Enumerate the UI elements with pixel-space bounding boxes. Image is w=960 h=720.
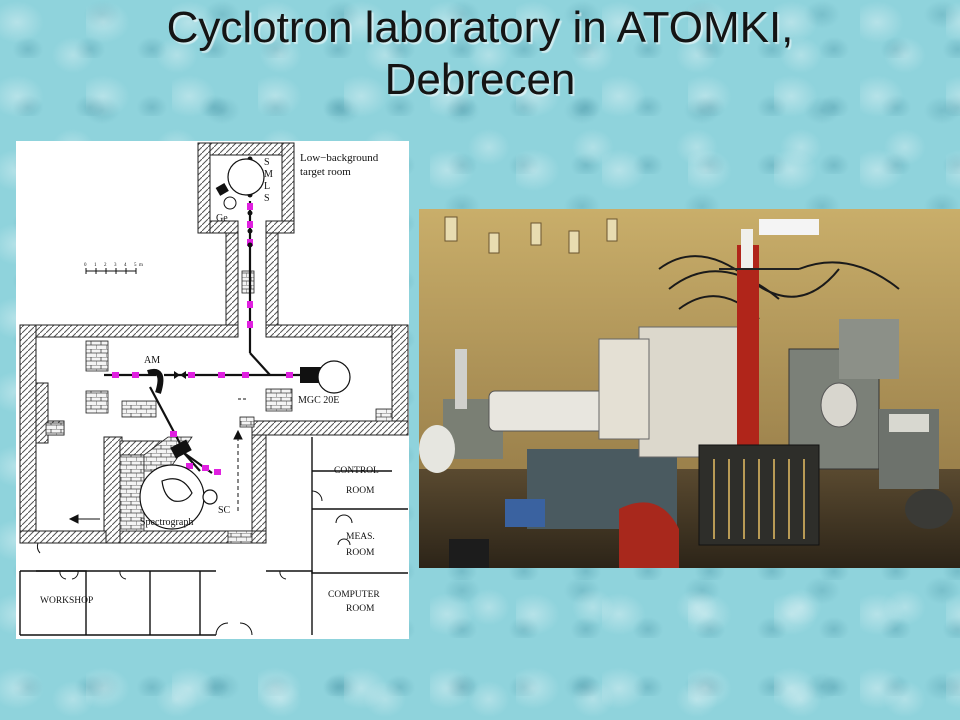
exit-arrows <box>68 398 246 524</box>
scale-tick-3: 3 <box>114 263 117 268</box>
brick-shielding <box>45 270 393 544</box>
beam-pipe-tube <box>488 390 610 432</box>
label-l: L <box>264 181 270 192</box>
label-s-top: S <box>264 157 270 168</box>
target-chamber <box>227 158 265 196</box>
ge-dewar-shape <box>223 196 237 210</box>
magnet-pole-left <box>598 338 650 440</box>
scale-unit: m <box>139 263 143 268</box>
scale-tick-2: 2 <box>104 263 107 268</box>
title-line-1: Cyclotron laboratory in ATOMKI, <box>166 3 794 52</box>
main-hall-walls <box>19 324 409 544</box>
photo-floor <box>419 469 960 568</box>
mgc-chamber-shape <box>317 360 351 394</box>
lower-rooms <box>19 437 408 636</box>
spectrograph-entrance-magnet <box>170 439 192 459</box>
label-computer: COMPUTER <box>328 590 380 600</box>
feedthrough-rods <box>713 459 805 539</box>
label-m: M <box>264 169 273 180</box>
label-workshop: WORKSHOP <box>40 596 93 606</box>
floor-equipment <box>905 489 953 529</box>
floor-plan-diagram: 0 1 2 3 4 5 m Low−background target room… <box>16 141 409 639</box>
label-ge: Ge <box>216 213 228 224</box>
scale-tick-1: 1 <box>94 263 97 268</box>
label-target-room: target room <box>300 166 351 178</box>
target-room-walls <box>197 142 295 326</box>
title-line-2: Debrecen <box>384 55 576 104</box>
label-sc: SC <box>218 505 231 516</box>
label-low-background: Low−background <box>300 152 379 164</box>
scale-tick-5: 5 <box>134 263 137 268</box>
ge-detector-shape <box>215 183 229 196</box>
slide-title: Cyclotron laboratory in ATOMKI, Debrecen <box>0 2 960 106</box>
analysing-magnet-shape <box>147 369 164 394</box>
vacuum-pump <box>820 382 858 428</box>
label-s-bottom: S <box>264 193 270 204</box>
cyclotron-hall-photo <box>419 209 960 568</box>
left-stand <box>455 349 467 409</box>
label-control: CONTROL <box>334 466 379 476</box>
mgc-ion-source-shape <box>300 367 322 383</box>
label-computer-room: ROOM <box>346 604 375 614</box>
label-meas: MEAS. <box>346 532 375 542</box>
photo-illustration <box>419 209 960 568</box>
person-on-platform <box>741 229 753 269</box>
floor-plan-svg: 0 1 2 3 4 5 m Low−background target room… <box>19 142 409 636</box>
label-am: AM <box>144 355 160 366</box>
scale-bar: 0 1 2 3 4 5 m <box>84 263 143 274</box>
sc-chamber-shape <box>202 489 218 505</box>
black-container <box>449 539 489 568</box>
label-mgc-20e: MGC 20E <box>298 395 339 406</box>
control-rack-panel <box>889 414 929 432</box>
label-spectrograph: Spectrograph <box>140 517 193 528</box>
red-column <box>737 245 759 445</box>
ceiling-light <box>759 219 819 235</box>
red-pipes <box>619 502 679 568</box>
left-tank <box>419 425 455 473</box>
door-arcs <box>36 490 353 636</box>
label-control-room: ROOM <box>346 486 375 496</box>
scale-tick-4: 4 <box>124 263 127 268</box>
spectrograph-focal-plane <box>161 478 193 502</box>
blue-vise <box>505 499 545 527</box>
wall-lamps <box>444 216 618 254</box>
right-upper-unit <box>839 319 899 379</box>
central-magnet-body <box>638 326 750 458</box>
scale-tick-0: 0 <box>84 263 87 268</box>
label-meas-room: ROOM <box>346 548 375 558</box>
